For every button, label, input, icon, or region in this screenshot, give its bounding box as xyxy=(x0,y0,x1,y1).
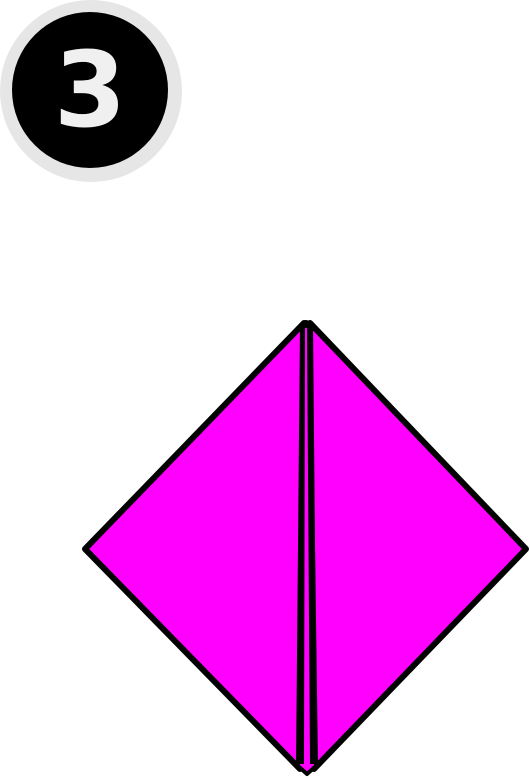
crease-line-right xyxy=(307,325,314,765)
crease-line-left xyxy=(300,325,305,765)
step-number-badge: 3 xyxy=(0,0,182,182)
left-flap xyxy=(82,320,307,772)
top-point xyxy=(302,320,310,328)
right-flap xyxy=(307,320,529,772)
step-number: 3 xyxy=(53,29,127,151)
step-badge-disc xyxy=(12,12,168,168)
